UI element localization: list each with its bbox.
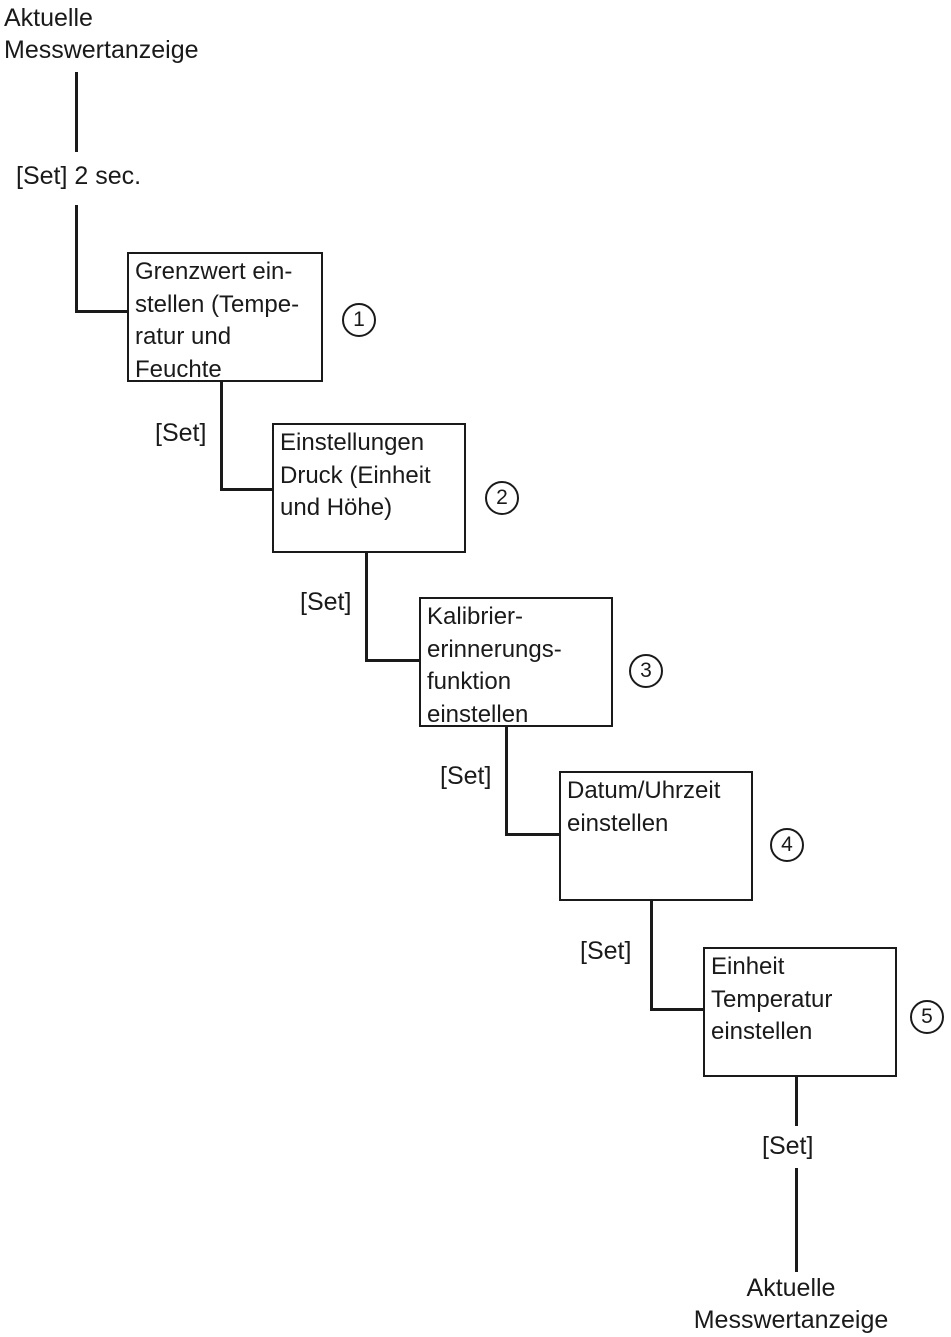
connector-start-horizontal xyxy=(75,310,128,313)
connector-end-bottom xyxy=(795,1168,798,1272)
step-2-number: 2 xyxy=(485,481,519,515)
transition-5-label: [Set] xyxy=(760,1130,816,1162)
connector-2-3-horizontal xyxy=(365,659,420,662)
connector-start-top xyxy=(75,72,78,152)
end-label: Aktuelle Messwertanzeige xyxy=(693,1274,889,1334)
connector-4-5-horizontal xyxy=(650,1008,705,1011)
connector-3-4-vertical xyxy=(505,726,508,836)
connector-start-bottom xyxy=(75,205,78,312)
step-1-number: 1 xyxy=(342,303,376,337)
step-5-box: Einheit Temperatur einstellen xyxy=(703,947,897,1077)
connector-2-3-vertical xyxy=(365,552,368,662)
step-3-box: Kalibrier- erinnerungs- funktion einstel… xyxy=(419,597,613,728)
step-5-number: 5 xyxy=(910,1000,944,1034)
start-label: Aktuelle Messwertanzeige xyxy=(4,4,199,64)
transition-4-label: [Set] xyxy=(578,935,634,967)
start-action-label: [Set] 2 sec. xyxy=(16,162,142,190)
transition-3-label: [Set] xyxy=(438,760,494,792)
transition-1-label: [Set] xyxy=(153,417,209,449)
connector-end-top xyxy=(795,1076,798,1126)
step-4-number: 4 xyxy=(770,828,804,862)
step-3-number: 3 xyxy=(629,654,663,688)
transition-2-label: [Set] xyxy=(298,586,354,618)
step-2-box: Einstellungen Druck (Einheit und Höhe) xyxy=(272,423,466,553)
connector-1-2-horizontal xyxy=(220,488,273,491)
step-4-box: Datum/Uhrzeit einstellen xyxy=(559,771,753,901)
connector-3-4-horizontal xyxy=(505,833,560,836)
step-1-box: Grenzwert ein- stellen (Tempe- ratur und… xyxy=(127,252,323,383)
connector-1-2-vertical xyxy=(220,381,223,491)
connector-4-5-vertical xyxy=(650,900,653,1011)
